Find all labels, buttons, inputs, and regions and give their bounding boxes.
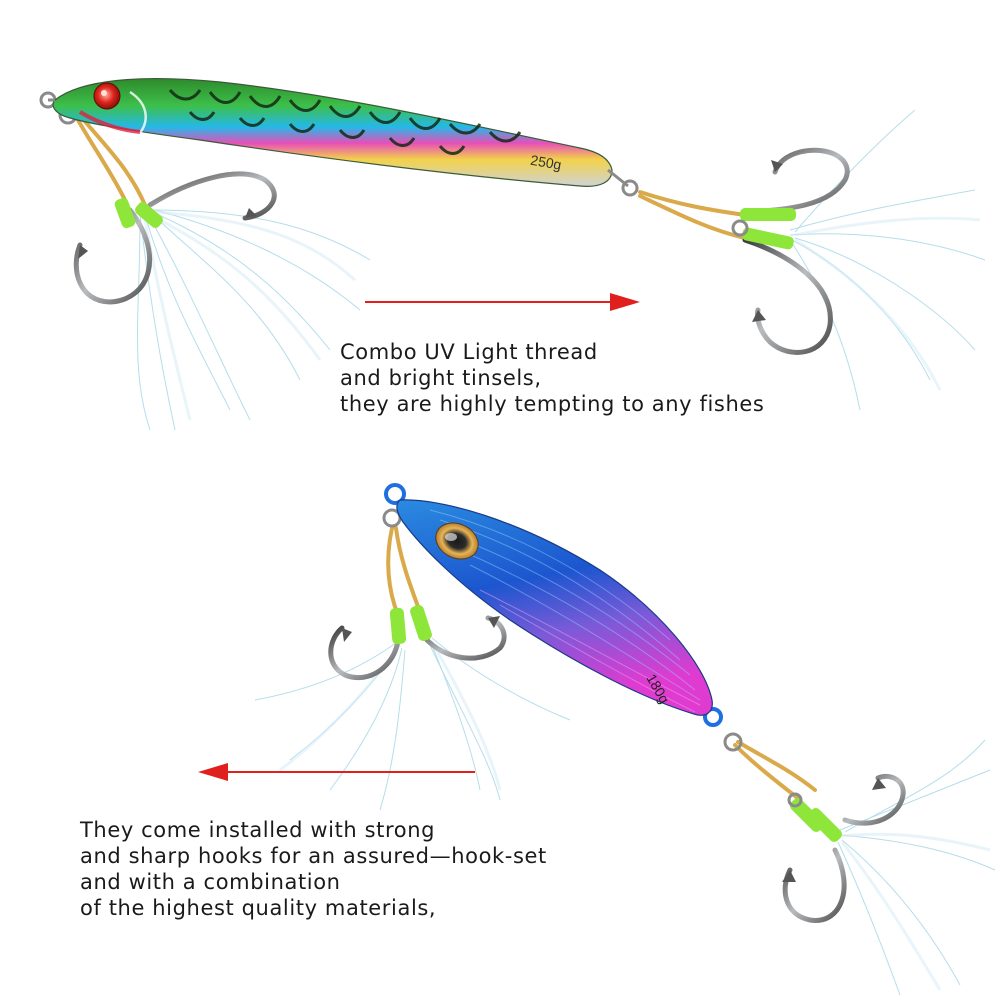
- hook-front-right-top: [147, 171, 277, 221]
- arrow-right: [365, 293, 640, 311]
- hook-rear-lower-top: [742, 237, 833, 355]
- caption-bottom-line: and sharp hooks for an assured—hook-set: [80, 844, 547, 868]
- caption-bottom-line: of the highest quality materials,: [80, 896, 437, 920]
- sleeve-rear-lower-top: [742, 227, 794, 250]
- caption-top: Combo UV Light thread and bright tinsels…: [340, 339, 764, 417]
- caption-bottom-line: and with a combination: [80, 870, 341, 894]
- sleeve-front-right-bottom: [410, 605, 432, 641]
- hook-rear-lower-bottom: [782, 847, 847, 923]
- sleeve-front-right-top: [135, 202, 163, 228]
- sleeve-rear-lower-bottom: [807, 807, 843, 843]
- caption-top-line: Combo UV Light thread: [340, 340, 598, 364]
- lure-body-bottom: [396, 499, 713, 716]
- assist-cord-rear-top: [638, 190, 747, 240]
- eyelet-front-bottom: [384, 483, 406, 505]
- tinsel-feather-front-bottom: [254, 637, 571, 811]
- eye-bottom: [435, 522, 479, 560]
- caption-top-line: and bright tinsels,: [340, 366, 542, 390]
- sleeve-rear-upper-top: [740, 208, 796, 221]
- split-ring-rear-top: [621, 179, 639, 197]
- arrow-left: [198, 763, 475, 781]
- sleeve-front-left-top: [114, 197, 136, 229]
- hook-front-left-bottom: [328, 625, 401, 681]
- tinsel-feather-front-top: [137, 209, 371, 431]
- assist-cord-front-top: [76, 116, 147, 207]
- hook-rear-upper-bottom: [842, 773, 906, 826]
- caption-bottom: They come installed with strong and shar…: [80, 817, 547, 921]
- hook-front-left-top: [73, 207, 153, 305]
- scale-pattern-top: [168, 88, 522, 155]
- eye-top: [93, 82, 121, 110]
- assist-cord-front-bottom: [386, 526, 422, 617]
- weight-label-top: 250g: [529, 152, 562, 173]
- sleeve-front-left-bottom: [389, 607, 407, 645]
- hook-front-right-bottom: [422, 615, 507, 661]
- tinsel-feather-rear-top: [789, 109, 986, 411]
- caption-bottom-line: They come installed with strong: [80, 818, 436, 842]
- lure-bottom: 180g: [254, 483, 996, 996]
- split-ring-rear-bottom: [723, 732, 743, 752]
- eyelet-rear-bottom: [703, 707, 723, 727]
- assist-cord-rear-bottom: [733, 740, 817, 802]
- lure-top: 250g: [39, 77, 986, 431]
- hook-rear-upper-top: [742, 147, 850, 215]
- caption-top-line: they are highly tempting to any fishes: [340, 392, 765, 416]
